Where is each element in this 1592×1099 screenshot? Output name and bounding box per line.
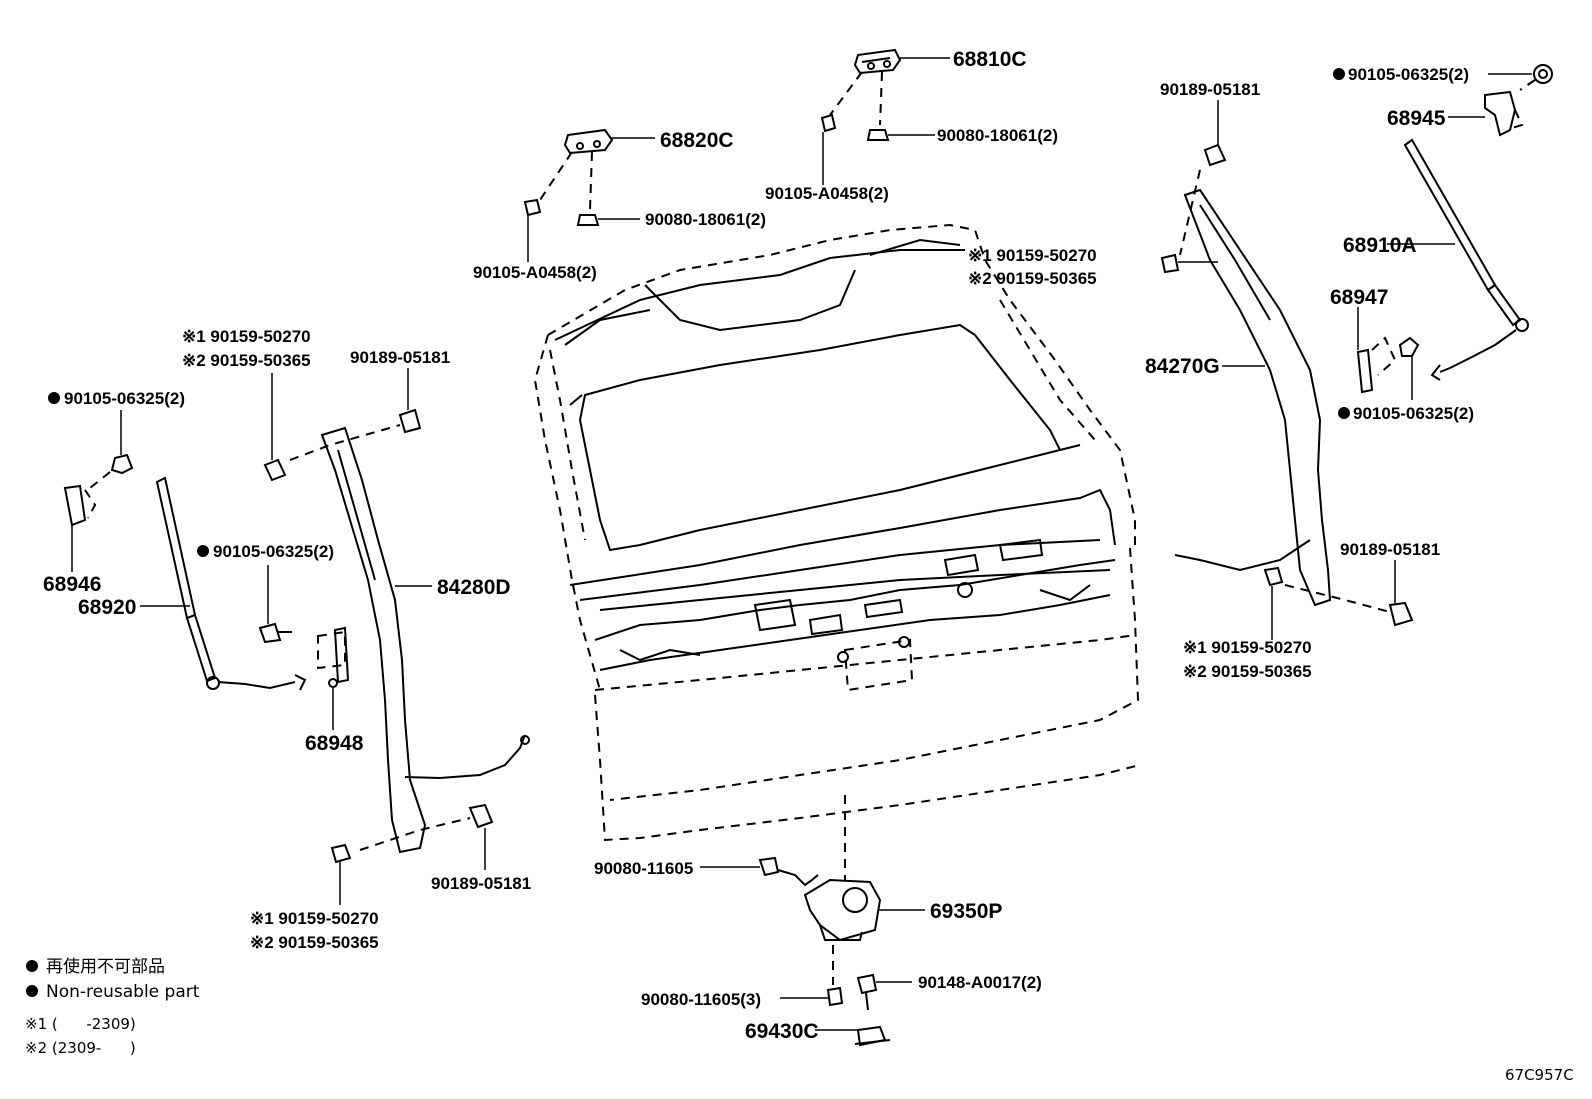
damper-84280d — [263, 368, 530, 905]
label-90080-11605: 90080-11605 — [594, 859, 693, 878]
legend-non-reusable-jp: 再使用不可部品 — [46, 956, 165, 977]
label-84270g: 84270G — [1145, 355, 1220, 378]
hinge-68820c — [523, 128, 655, 262]
strut-68910a — [1387, 138, 1529, 381]
label-r1-left-top: ※1 90159-50270 — [182, 327, 311, 346]
label-90080-11605-3: 90080-11605(3) — [641, 990, 761, 1009]
label-68910a: 68910A — [1343, 234, 1417, 257]
legend: 再使用不可部品 Non-reusable part ※1 ( -2309) ※2… — [25, 956, 200, 1057]
legend-note-2: ※2 (2309- ) — [25, 1039, 136, 1057]
bracket-68948 — [258, 565, 350, 730]
callout-labels: 68810C 68820C 90080-18061(2) 90105-A0458… — [43, 48, 1474, 1043]
label-r2-left-top: ※2 90159-50365 — [182, 351, 311, 370]
back-door-panel — [533, 223, 1141, 880]
label-90105-a0458-left: 90105-A0458(2) — [473, 263, 597, 282]
label-68820c: 68820C — [660, 129, 734, 152]
label-90080-18061-top: 90080-18061(2) — [937, 126, 1058, 145]
label-68810c: 68810C — [953, 48, 1027, 71]
label-90105-06325-l1: 90105-06325(2) — [64, 389, 185, 408]
label-68948: 68948 — [305, 732, 364, 755]
legend-note-1: ※1 ( -2309) — [25, 1015, 136, 1033]
label-90080-18061-left: 90080-18061(2) — [645, 210, 766, 229]
label-69350p: 69350P — [930, 900, 1002, 923]
label-90105-06325-l2: 90105-06325(2) — [213, 542, 334, 561]
label-90148-a0017: 90148-A0017(2) — [918, 973, 1042, 992]
label-90105-06325-tr: 90105-06325(2) — [1348, 65, 1469, 84]
label-69430c: 69430C — [745, 1020, 819, 1043]
label-90189-05181-rt: 90189-05181 — [1160, 80, 1260, 99]
label-84280d: 84280D — [437, 576, 511, 599]
lock-assembly-69350p — [700, 856, 925, 1047]
diagram-code: 67C957C — [1505, 1066, 1574, 1084]
label-90189-05181-lb: 90189-05181 — [431, 874, 531, 893]
non-reusable-dot — [1333, 68, 1345, 80]
label-r1-right-bottom: ※1 90159-50270 — [1183, 638, 1312, 657]
damper-84270g — [1160, 100, 1414, 640]
label-r2-left-bottom: ※2 90159-50365 — [250, 933, 379, 952]
label-90189-05181-lt: 90189-05181 — [350, 348, 450, 367]
label-90105-06325-rm: 90105-06325(2) — [1353, 404, 1474, 423]
label-68945: 68945 — [1387, 107, 1446, 130]
non-reusable-dot — [48, 392, 60, 404]
legend-dot — [26, 960, 38, 972]
bracket-68946 — [63, 410, 134, 572]
label-90105-a0458-top: 90105-A0458(2) — [765, 184, 889, 203]
legend-non-reusable-en: Non-reusable part — [46, 982, 200, 1002]
label-r1-left-bottom: ※1 90159-50270 — [250, 909, 379, 928]
label-r2-top-right: ※2 90159-50365 — [968, 269, 1097, 288]
label-68920: 68920 — [78, 596, 136, 619]
label-r1-top-right: ※1 90159-50270 — [968, 246, 1097, 265]
hinge-68810c — [820, 48, 950, 185]
strut-68920 — [140, 476, 307, 691]
label-90189-05181-rb: 90189-05181 — [1340, 540, 1440, 559]
legend-dot — [26, 985, 38, 997]
non-reusable-dot — [197, 545, 209, 557]
non-reusable-dot — [1338, 407, 1350, 419]
label-68946: 68946 — [43, 573, 101, 596]
label-r2-right-bottom: ※2 90159-50365 — [1183, 662, 1312, 681]
bracket-68945 — [1448, 64, 1553, 137]
label-68947: 68947 — [1330, 286, 1388, 309]
bracket-68947 — [1356, 307, 1420, 400]
